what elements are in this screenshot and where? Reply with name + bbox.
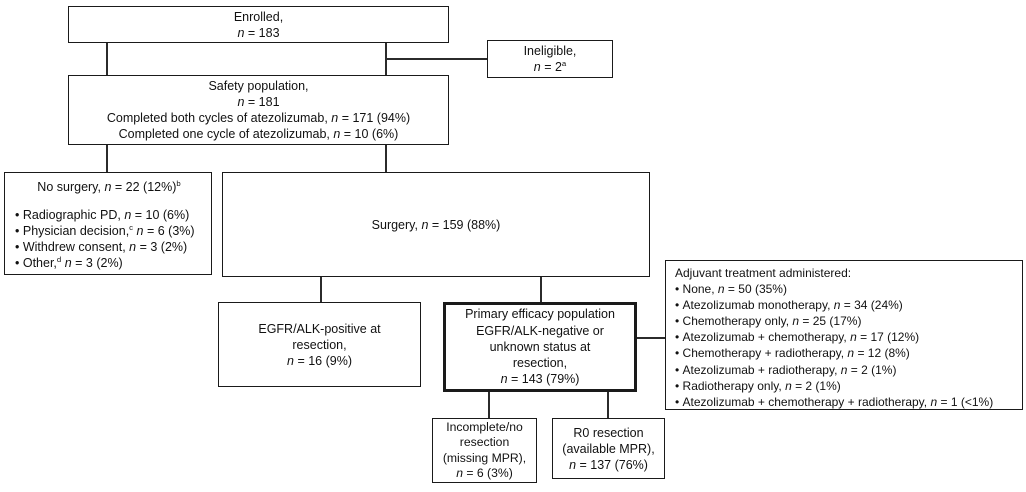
connector-surgery-egfr-positive	[320, 277, 322, 302]
connector-enrolled-safety-left	[106, 43, 108, 75]
connector-surgery-primary	[540, 277, 542, 302]
no-surgery-reason: Physician decision,c n = 6 (3%)	[15, 223, 203, 239]
incomplete-count: n = 6 (3%)	[456, 465, 513, 480]
primary-efficacy-line: Primary efficacy population	[465, 307, 615, 322]
incomplete-line: Incomplete/no	[446, 420, 523, 435]
no-surgery-reason: Other,d n = 3 (2%)	[15, 255, 203, 271]
r0-resection-box: R0 resection (available MPR), n = 137 (7…	[552, 418, 665, 479]
ineligible-label: Ineligible,	[523, 44, 577, 58]
primary-efficacy-count: n = 143 (79%)	[500, 372, 580, 387]
safety-population-box: Safety population, n = 181 Completed bot…	[68, 75, 449, 145]
enrolled-count: n = 183	[237, 25, 280, 40]
safety-both-cycles: Completed both cycles of atezolizumab, n…	[106, 111, 411, 125]
surgery-label: Surgery, n = 159 (88%)	[371, 217, 501, 232]
connector-to-ineligible	[385, 58, 487, 60]
egfr-positive-line: EGFR/ALK-positive at	[258, 321, 381, 336]
connector-primary-r0	[607, 392, 609, 418]
adjuvant-item: Atezolizumab + chemotherapy, n = 17 (12%…	[675, 329, 1016, 345]
connector-safety-surgery	[385, 145, 387, 172]
adjuvant-item: Atezolizumab + radiotherapy, n = 2 (1%)	[675, 362, 1016, 378]
incomplete-line: resection	[459, 435, 510, 450]
incomplete-line: (missing MPR),	[442, 450, 527, 465]
primary-efficacy-line: resection,	[512, 356, 568, 371]
adjuvant-item: Chemotherapy + radiotherapy, n = 12 (8%)	[675, 345, 1016, 361]
safety-one-cycle: Completed one cycle of atezolizumab, n =…	[118, 127, 399, 141]
no-surgery-title: No surgery, n = 22 (12%)b	[37, 178, 181, 194]
no-surgery-reason: Radiographic PD, n = 10 (6%)	[15, 207, 203, 223]
incomplete-resection-box: Incomplete/no resection (missing MPR), n…	[432, 418, 537, 483]
adjuvant-item: Chemotherapy only, n = 25 (17%)	[675, 313, 1016, 329]
safety-count: n = 181	[237, 95, 280, 109]
egfr-alk-positive-box: EGFR/ALK-positive at resection, n = 16 (…	[218, 302, 421, 387]
safety-label: Safety population,	[208, 79, 309, 93]
connector-safety-no-surgery	[106, 145, 108, 172]
adjuvant-item: Radiotherapy only, n = 2 (1%)	[675, 378, 1016, 394]
connector-primary-adjuvant	[637, 337, 665, 339]
no-surgery-box: No surgery, n = 22 (12%)b Radiographic P…	[4, 172, 212, 275]
adjuvant-title: Adjuvant treatment administered:	[675, 266, 852, 280]
no-surgery-reason: Withdrew consent, n = 3 (2%)	[15, 239, 203, 255]
no-surgery-reasons: Radiographic PD, n = 10 (6%) Physician d…	[15, 207, 203, 271]
r0-line: (available MPR),	[562, 441, 655, 456]
primary-efficacy-line: EGFR/ALK-negative or	[476, 323, 604, 338]
egfr-positive-line: resection,	[292, 337, 347, 352]
r0-count: n = 137 (76%)	[569, 457, 648, 472]
primary-efficacy-box: Primary efficacy population EGFR/ALK-neg…	[443, 302, 637, 392]
connector-primary-incomplete	[488, 392, 490, 418]
adjuvant-treatments: None, n = 50 (35%) Atezolizumab monother…	[675, 281, 1016, 410]
egfr-positive-count: n = 16 (9%)	[287, 353, 352, 368]
ineligible-box: Ineligible, n = 2a	[487, 40, 613, 78]
ineligible-count: n = 2a	[533, 58, 567, 74]
adjuvant-item: Atezolizumab monotherapy, n = 34 (24%)	[675, 297, 1016, 313]
adjuvant-treatment-box: Adjuvant treatment administered: None, n…	[665, 260, 1023, 410]
adjuvant-item: None, n = 50 (35%)	[675, 281, 1016, 297]
adjuvant-item: Atezolizumab + chemotherapy + radiothera…	[675, 394, 1016, 410]
enrolled-label: Enrolled,	[233, 9, 284, 24]
surgery-box: Surgery, n = 159 (88%)	[222, 172, 650, 277]
enrolled-box: Enrolled, n = 183	[68, 6, 449, 43]
primary-efficacy-line: unknown status at	[489, 339, 591, 354]
r0-line: R0 resection	[573, 425, 644, 440]
